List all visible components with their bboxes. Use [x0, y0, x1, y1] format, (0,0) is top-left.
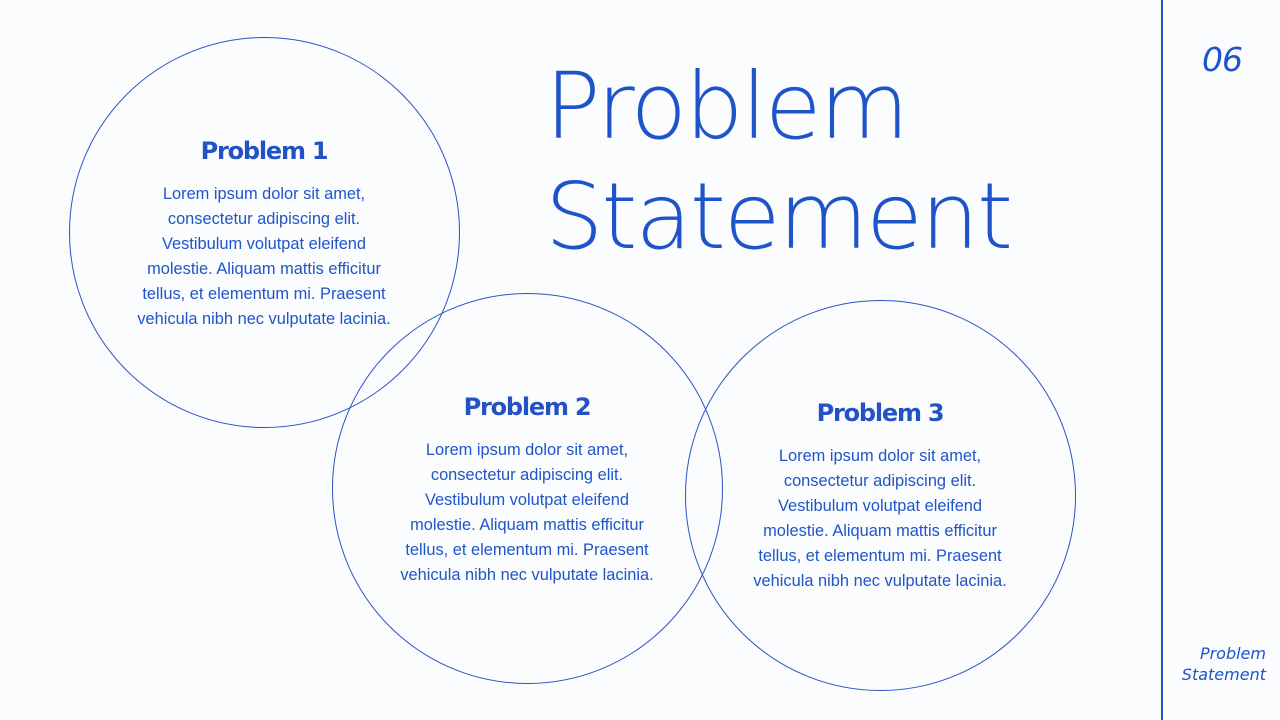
problem-1-description: Lorem ipsum dolor sit amet, consectetur …: [114, 182, 414, 332]
footer-section-label: Problem Statement: [1182, 643, 1266, 685]
problem-2-line: consectetur adipiscing elit.: [430, 466, 624, 484]
problem-2-line: vehicula nibh nec vulputate lacinia.: [400, 566, 654, 584]
slide-title-line-1: Problem: [545, 53, 909, 160]
problem-2-description: Lorem ipsum dolor sit amet, consectetur …: [377, 438, 677, 588]
problem-1-line: molestie. Aliquam mattis efficitur: [147, 260, 381, 278]
vertical-divider: [1161, 0, 1163, 720]
footer-label-line-1: Problem: [1199, 644, 1266, 663]
problem-1-line: consectetur adipiscing elit.: [167, 210, 361, 228]
problem-1-line: Lorem ipsum dolor sit amet,: [162, 185, 366, 203]
slide-title: Problem Statement: [545, 52, 1013, 272]
problem-2-line: Vestibulum volutpat eleifend: [424, 491, 630, 509]
problem-1-line: tellus, et elementum mi. Praesent: [142, 285, 386, 303]
problem-1-circle: [69, 37, 460, 428]
problem-1-block: Problem 1 Lorem ipsum dolor sit amet, co…: [114, 136, 414, 332]
problem-1-title: Problem 1: [200, 137, 329, 165]
problem-3-title: Problem 3: [816, 399, 945, 427]
page-number: 06: [1202, 40, 1243, 79]
problem-3-line: tellus, et elementum mi. Praesent: [758, 547, 1002, 565]
slide-title-line-2: Statement: [545, 163, 1013, 270]
problem-3-description: Lorem ipsum dolor sit amet, consectetur …: [730, 444, 1030, 594]
problem-2-line: tellus, et elementum mi. Praesent: [405, 541, 649, 559]
problem-1-line: vehicula nibh nec vulputate lacinia.: [137, 310, 391, 328]
problem-3-line: Lorem ipsum dolor sit amet,: [778, 447, 982, 465]
problem-2-line: molestie. Aliquam mattis efficitur: [410, 516, 644, 534]
problem-3-circle: [685, 300, 1076, 691]
problem-3-block: Problem 3 Lorem ipsum dolor sit amet, co…: [730, 398, 1030, 594]
problem-1-line: Vestibulum volutpat eleifend: [161, 235, 367, 253]
problem-2-block: Problem 2 Lorem ipsum dolor sit amet, co…: [377, 392, 677, 588]
problem-3-line: consectetur adipiscing elit.: [783, 472, 977, 490]
problem-2-line: Lorem ipsum dolor sit amet,: [425, 441, 629, 459]
footer-label-line-2: Statement: [1181, 665, 1266, 684]
problem-2-title: Problem 2: [463, 393, 592, 421]
problem-3-line: vehicula nibh nec vulputate lacinia.: [753, 572, 1007, 590]
problem-3-line: Vestibulum volutpat eleifend: [777, 497, 983, 515]
problem-3-line: molestie. Aliquam mattis efficitur: [763, 522, 997, 540]
